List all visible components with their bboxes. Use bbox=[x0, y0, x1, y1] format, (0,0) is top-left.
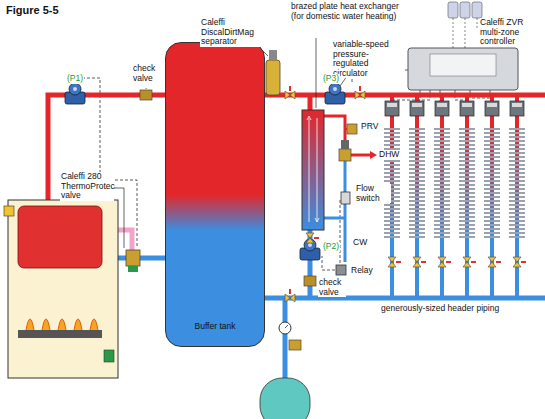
thermoprotec-valve bbox=[126, 250, 140, 272]
part-label: Relay bbox=[350, 266, 374, 276]
boiler-bypass-pipe bbox=[118, 230, 132, 250]
figure-title: Figure 5-5 bbox=[5, 4, 60, 16]
tempering-valve bbox=[339, 140, 351, 161]
part-label: brazed plate heat exchanger (for domesti… bbox=[290, 2, 400, 21]
dhw-arrow bbox=[370, 151, 377, 159]
part-label: DHW bbox=[378, 150, 400, 160]
flow-switch-symbol bbox=[341, 192, 350, 204]
relief-valve bbox=[4, 206, 14, 216]
part-label: check valve bbox=[132, 64, 164, 83]
callout-number: (P1) bbox=[66, 74, 84, 84]
part-label: generously-sized header piping bbox=[380, 304, 500, 314]
controller-box: Caleffi ZVR multi-zone controller bbox=[398, 2, 543, 92]
buffer-tank: Buffer tank bbox=[165, 42, 265, 347]
part-label: Caleffi 280 ThermoProtec valve bbox=[60, 172, 114, 201]
callout-number: (P3) bbox=[322, 74, 340, 84]
separator bbox=[266, 50, 280, 95]
part-label: Caleffi DiscalDirtMag separator bbox=[200, 18, 266, 47]
part-label: CW bbox=[352, 238, 368, 248]
heat-exchanger bbox=[302, 110, 324, 230]
prv-valve bbox=[345, 124, 357, 134]
control-wiring bbox=[75, 70, 517, 270]
expansion-tank bbox=[260, 322, 310, 419]
part-label: variable-speed pressure-regulated circul… bbox=[332, 40, 404, 78]
part-label: Flow switch bbox=[355, 184, 391, 203]
boiler bbox=[8, 200, 118, 378]
part-label: PRV bbox=[360, 122, 379, 132]
callout-number: (P2) bbox=[322, 242, 340, 252]
relay-symbol bbox=[336, 265, 346, 275]
node-label: Caleffi ZVR multi-zone controller bbox=[480, 18, 540, 47]
part-label: check valve bbox=[318, 278, 346, 297]
node-label: Buffer tank bbox=[166, 322, 264, 332]
